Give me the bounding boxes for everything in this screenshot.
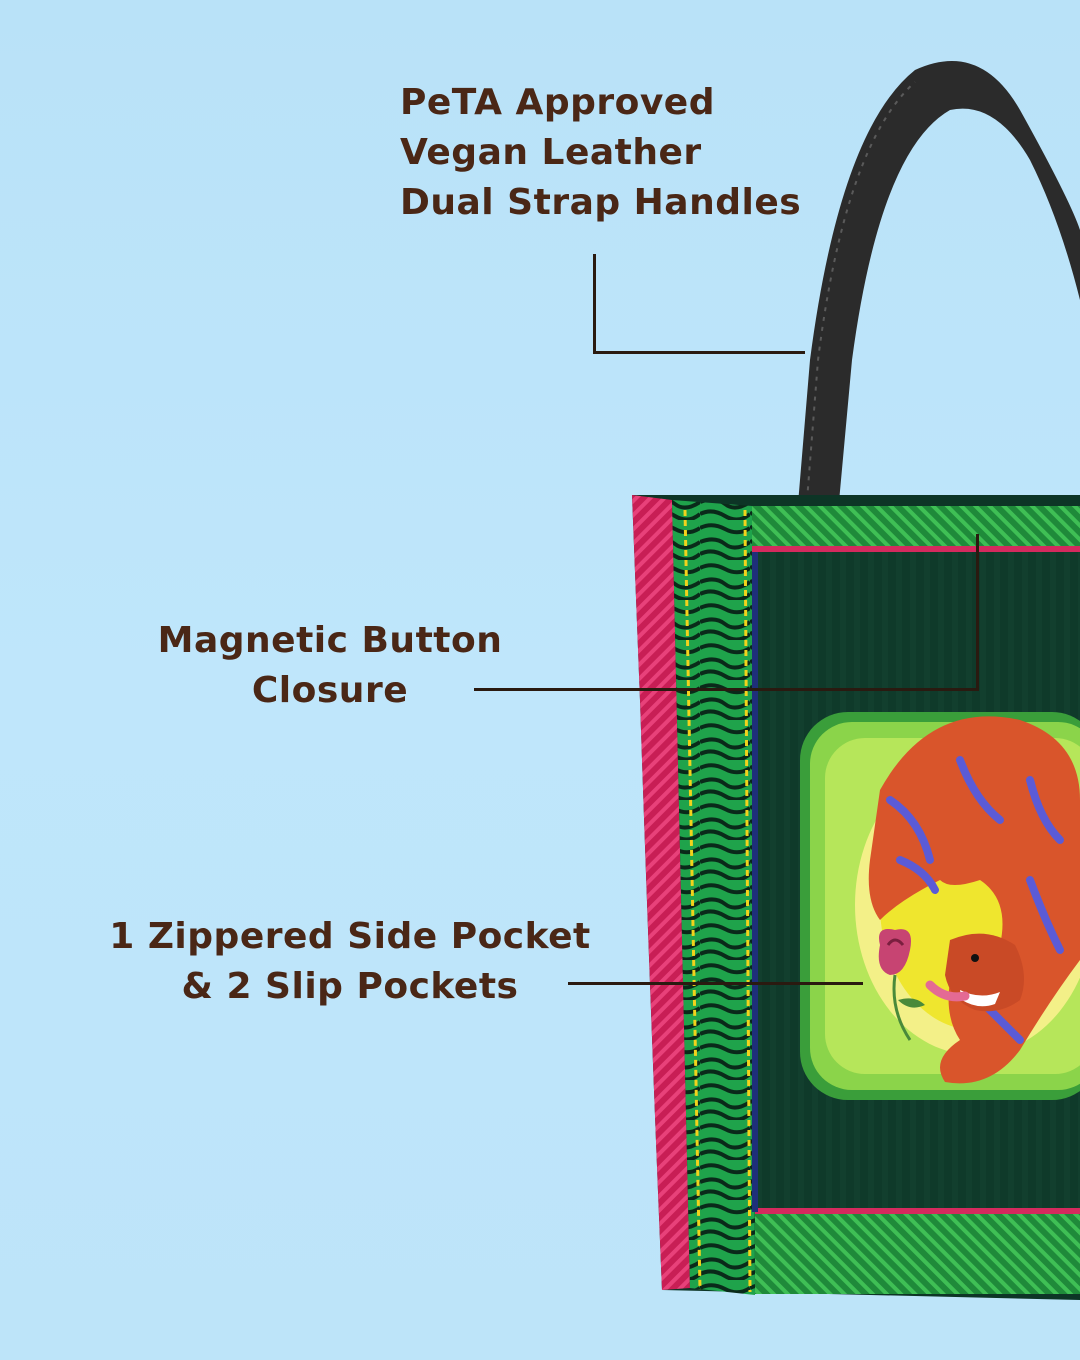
handles-line-1: PeTA Approved — [400, 82, 715, 123]
handles-leader-vertical — [593, 254, 596, 354]
pockets-leader-horizontal — [568, 982, 863, 985]
pockets-line-2: & 2 Slip Pockets — [181, 966, 519, 1007]
pockets-line-1: 1 Zippered Side Pocket — [109, 916, 591, 957]
feature-label-pockets: 1 Zippered Side Pocket & 2 Slip Pockets — [60, 912, 640, 1012]
feature-label-handles: PeTA Approved Vegan Leather Dual Strap H… — [400, 78, 801, 228]
closure-line-2: Closure — [251, 670, 409, 711]
closure-leader-horizontal — [474, 688, 979, 691]
closure-leader-vertical — [976, 534, 979, 691]
tiger-medallion — [800, 712, 1080, 1100]
closure-line-1: Magnetic Button — [157, 620, 503, 661]
handles-leader-horizontal — [593, 351, 805, 354]
feature-label-closure: Magnetic Button Closure — [110, 616, 550, 716]
handles-line-3: Dual Strap Handles — [400, 182, 802, 223]
handles-line-2: Vegan Leather — [400, 132, 702, 173]
